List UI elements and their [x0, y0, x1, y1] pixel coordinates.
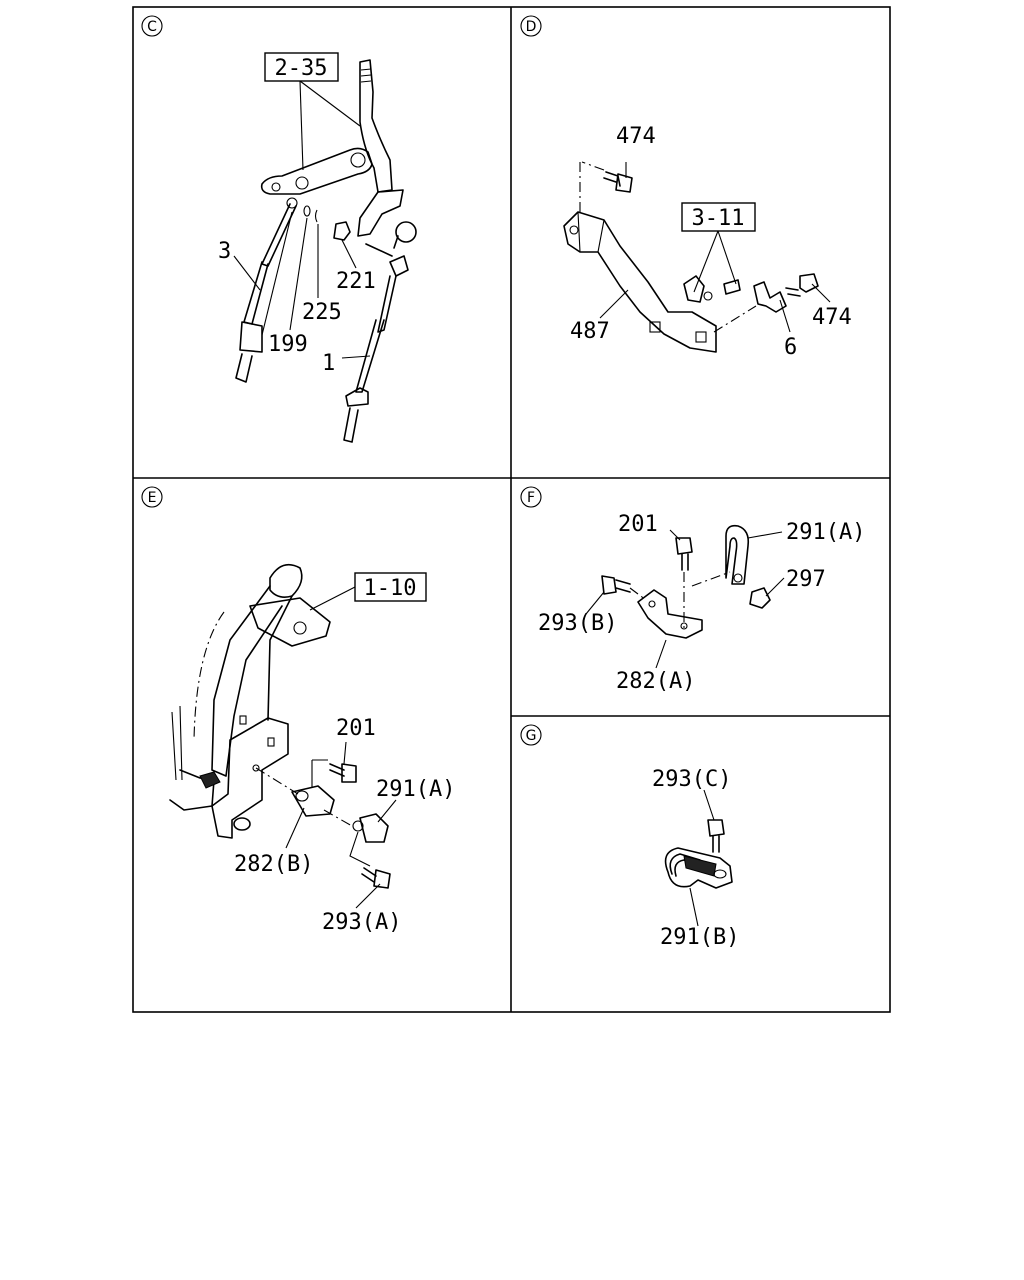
callout-label: 201	[618, 512, 658, 537]
callout-label: 221	[336, 269, 376, 294]
panel-d: D 3-11	[520, 15, 852, 360]
panel-id-badge: D	[520, 15, 542, 37]
callout-label: 297	[786, 567, 826, 592]
panel-f: F 201 291(A) 297	[520, 486, 865, 694]
bracket-drawing	[563, 161, 819, 353]
panel-g: G 293(C) 291(B)	[520, 724, 739, 950]
panel-id-badge: F	[520, 486, 542, 508]
callout-label: 225	[302, 300, 342, 325]
callout-label: 199	[268, 332, 308, 357]
callout-label: 293(A)	[322, 910, 401, 935]
callout-label: 282(B)	[234, 852, 313, 877]
reference-box: 3-11	[681, 202, 756, 232]
panel-c: C 2-35	[141, 15, 417, 443]
svg-text:D: D	[526, 19, 537, 35]
callout-label: 291(A)	[786, 520, 865, 545]
callout-label: 291(A)	[376, 777, 455, 802]
svg-text:3-11: 3-11	[692, 206, 745, 231]
callout-label: 282(A)	[616, 669, 695, 694]
panel-e: E 1-10	[141, 486, 455, 935]
callout-label: 1	[322, 351, 335, 376]
callout-label: 6	[784, 335, 797, 360]
svg-text:F: F	[527, 490, 535, 506]
callout-label: 487	[570, 319, 610, 344]
callout-label: 3	[218, 239, 231, 264]
reference-box: 1-10	[354, 572, 427, 602]
reference-box: 2-35	[264, 52, 339, 82]
callout-label: 474	[812, 305, 852, 330]
svg-text:G: G	[526, 728, 537, 744]
svg-text:E: E	[148, 490, 157, 506]
shift-lever-drawing	[235, 59, 417, 443]
callout-label: 201	[336, 716, 376, 741]
callout-label: 474	[616, 124, 656, 149]
panel-id-badge: E	[141, 486, 163, 508]
callout-label: 293(C)	[652, 767, 731, 792]
clamp-drawing	[664, 819, 733, 889]
callout-label: 293(B)	[538, 611, 617, 636]
diagram-frame	[132, 6, 891, 1013]
panel-id-badge: G	[520, 724, 542, 746]
svg-text:1-10: 1-10	[364, 576, 417, 601]
callout-label: 291(B)	[660, 925, 739, 950]
svg-text:2-35: 2-35	[275, 56, 328, 81]
clip-drawing	[601, 524, 771, 639]
svg-text:C: C	[147, 19, 157, 35]
panel-id-badge: C	[141, 15, 163, 37]
frame-drawing	[169, 563, 391, 889]
